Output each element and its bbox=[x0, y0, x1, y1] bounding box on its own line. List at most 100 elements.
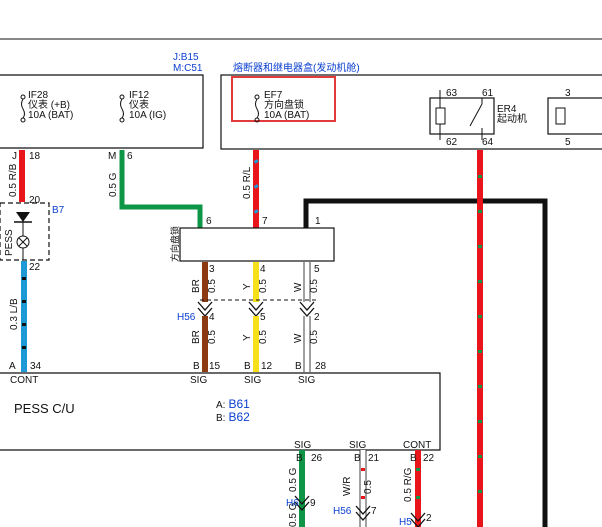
svg-text:B: B bbox=[410, 453, 417, 464]
svg-text:6: 6 bbox=[206, 216, 212, 227]
svg-text:方向盘锁: 方向盘锁 bbox=[264, 98, 304, 111]
svg-text:0.3 L/B: 0.3 L/B bbox=[9, 298, 20, 330]
lower-chevrons bbox=[294, 495, 426, 527]
svg-text:ER4: ER4 bbox=[497, 104, 517, 115]
svg-text:10A (IG): 10A (IG) bbox=[129, 110, 166, 121]
svg-text:4: 4 bbox=[209, 312, 215, 323]
instrument-fuse-box bbox=[0, 74, 204, 149]
svg-text:W: W bbox=[293, 282, 304, 292]
sig-label-5: SIG bbox=[349, 440, 366, 451]
svg-text:EF7: EF7 bbox=[264, 90, 283, 101]
engine-fuse-relay-box bbox=[220, 74, 602, 150]
h5-label: H5 bbox=[399, 517, 412, 527]
wire-rl-stripes bbox=[253, 159, 259, 214]
svg-text:0.5 R/B: 0.5 R/B bbox=[8, 163, 19, 197]
svg-text:62: 62 bbox=[446, 137, 458, 148]
svg-text:0.5: 0.5 bbox=[258, 330, 269, 344]
svg-text:4: 4 bbox=[260, 264, 266, 275]
pess-cu-name: PESS C/U bbox=[14, 401, 75, 416]
pess-led-icon bbox=[14, 212, 32, 260]
svg-text:34: 34 bbox=[30, 361, 42, 372]
svg-text:63: 63 bbox=[446, 88, 458, 99]
svg-text:M: M bbox=[108, 151, 116, 162]
svg-text:28: 28 bbox=[315, 361, 327, 372]
pess-cu-conn-a: A:B61 bbox=[216, 397, 250, 411]
svg-text:0.5 R/L: 0.5 R/L bbox=[242, 166, 253, 199]
svg-text:7: 7 bbox=[262, 216, 268, 227]
svg-text:0.5: 0.5 bbox=[207, 330, 218, 344]
sig-label-4: SIG bbox=[294, 440, 311, 451]
svg-text:仪表: 仪表 bbox=[129, 98, 149, 111]
svg-text:W: W bbox=[293, 333, 304, 343]
pess-label: PESS bbox=[4, 229, 15, 256]
steering-lock-box bbox=[179, 227, 335, 262]
svg-text:6: 6 bbox=[127, 151, 133, 162]
cont-label: CONT bbox=[10, 375, 38, 386]
svg-text:5: 5 bbox=[565, 137, 571, 148]
pess-led-id: B7 bbox=[52, 205, 65, 216]
svg-text:W/R: W/R bbox=[342, 477, 353, 496]
sig-label-2: SIG bbox=[244, 375, 261, 386]
svg-text:0.5: 0.5 bbox=[363, 480, 374, 494]
svg-text:0.5: 0.5 bbox=[258, 279, 269, 293]
svg-text:B: B bbox=[295, 361, 302, 372]
svg-text:3: 3 bbox=[209, 264, 215, 275]
svg-text:0.5 R/G: 0.5 R/G bbox=[403, 467, 414, 502]
svg-text:IF12: IF12 bbox=[129, 90, 149, 101]
wire-lb-stripes bbox=[22, 277, 26, 349]
svg-text:0.5: 0.5 bbox=[309, 330, 320, 344]
svg-text:0.5: 0.5 bbox=[207, 279, 218, 293]
wire-black bbox=[303, 198, 548, 527]
svg-text:10A (BAT): 10A (BAT) bbox=[28, 110, 73, 121]
svg-text:26: 26 bbox=[311, 453, 323, 464]
svg-text:1: 1 bbox=[315, 216, 321, 227]
svg-text:B: B bbox=[193, 361, 200, 372]
svg-text:J: J bbox=[12, 151, 17, 162]
svg-text:18: 18 bbox=[29, 151, 41, 162]
component-labels: H56 H56 H6 H5 CONT SIG SIG SIG SIG SIG C… bbox=[10, 312, 431, 527]
pess-cu-box bbox=[0, 372, 441, 451]
svg-text:64: 64 bbox=[482, 137, 494, 148]
svg-text:15: 15 bbox=[209, 361, 221, 372]
fuse-box-title: 熔断器和继电器盒(发动机舱) bbox=[233, 61, 360, 74]
svg-text:0.5 G: 0.5 G bbox=[108, 172, 119, 197]
svg-text:Y: Y bbox=[242, 283, 253, 290]
pin-labels: J 18 M 6 20 22 6 7 1 3 4 5 4 5 2 A 34 B … bbox=[9, 151, 435, 524]
fuse-if12: IF12 仪表 10A (IG) bbox=[119, 90, 166, 123]
svg-text:BR: BR bbox=[191, 330, 202, 344]
fuse-if28: IF28 仪表 (+B) 10A (BAT) bbox=[20, 90, 73, 123]
svg-text:5: 5 bbox=[260, 312, 266, 323]
svg-text:20: 20 bbox=[29, 195, 41, 206]
svg-text:Y: Y bbox=[242, 334, 253, 341]
pess-cu-conn-b: B:B62 bbox=[216, 410, 250, 424]
wire-labels: 0.5 R/B 0.5 G 0.5 R/L 0.3 L/B BR 0.5 Y 0… bbox=[8, 163, 414, 527]
sig-label-1: SIG bbox=[190, 375, 207, 386]
svg-text:61: 61 bbox=[482, 88, 494, 99]
svg-text:0.5: 0.5 bbox=[309, 279, 320, 293]
h56-label: H56 bbox=[177, 312, 196, 323]
cont-label-2: CONT bbox=[403, 440, 431, 451]
wire-g bbox=[119, 150, 203, 228]
svg-text:2: 2 bbox=[314, 312, 320, 323]
svg-text:起动机: 起动机 bbox=[497, 112, 527, 125]
sig-label-3: SIG bbox=[298, 375, 315, 386]
conn-m-label: M:C51 bbox=[173, 63, 203, 74]
pess-indicator-box bbox=[0, 202, 50, 261]
svg-text:0.5 G: 0.5 G bbox=[288, 467, 299, 492]
svg-text:0.5 G: 0.5 G bbox=[288, 502, 299, 527]
svg-text:10A (BAT): 10A (BAT) bbox=[264, 110, 309, 121]
relay-partial: 3 5 bbox=[547, 88, 602, 148]
svg-text:BR: BR bbox=[191, 279, 202, 293]
svg-text:22: 22 bbox=[29, 262, 41, 273]
svg-text:12: 12 bbox=[261, 361, 273, 372]
svg-text:B: B bbox=[244, 361, 251, 372]
svg-text:22: 22 bbox=[423, 453, 435, 464]
svg-text:3: 3 bbox=[565, 88, 571, 99]
ef7-highlight bbox=[231, 76, 336, 122]
h56b-label: H56 bbox=[333, 506, 352, 517]
svg-text:IF28: IF28 bbox=[28, 90, 48, 101]
relay-er4: 63 61 62 64 ER4 起动机 bbox=[429, 88, 527, 148]
steering-lock-label: 方向盘锁 bbox=[169, 226, 181, 262]
svg-text:9: 9 bbox=[310, 498, 316, 509]
